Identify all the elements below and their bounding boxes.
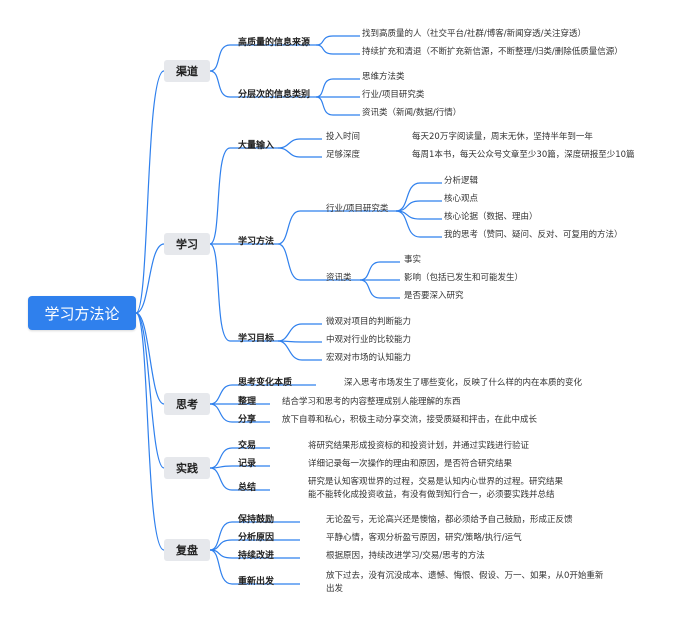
channel-leaf: 找到高质量的人（社交平台/社群/博客/新闻穿透/关注穿透）: [362, 29, 586, 39]
study-method-industry: 行业/项目研究类: [326, 204, 389, 214]
channel-leaf: 思维方法类: [362, 72, 405, 82]
goal-item: 微观对项目的判断能力: [326, 317, 412, 327]
goal-item: 中观对行业的比较能力: [326, 335, 412, 345]
channel-item-0-title: 高质量的信息来源: [238, 38, 311, 48]
practice-value: 详细记录每一次操作的理由和原因，是否符合研究结果: [308, 459, 513, 469]
industry-item: 分析逻辑: [444, 176, 479, 186]
channel-leaf: 资讯类（新闻/数据/行情）: [362, 108, 462, 118]
think-key: 思考变化本质: [238, 378, 293, 388]
review-value: 根据原因，持续改进学习/交易/思考的方法: [326, 551, 485, 561]
channel-item-1-title: 分层次的信息类别: [238, 90, 311, 100]
branch-review[interactable]: 复盘: [164, 539, 210, 561]
study-input-key: 足够深度: [326, 150, 361, 160]
branch-study[interactable]: 学习: [164, 233, 210, 255]
study-goal-title: 学习目标: [238, 334, 275, 344]
study-input-key: 投入时间: [326, 132, 361, 142]
study-input-value: 每周1本书，每天公众号文章至少30篇，深度研报至少10篇: [412, 150, 635, 160]
industry-item: 我的思考（赞同、疑问、反对、可复用的方法）: [444, 230, 623, 240]
channel-leaf: 持续扩充和清退（不断扩充新信源，不断整理/归类/删除低质量信源）: [362, 47, 623, 57]
review-value: 放下过去，没有沉没成本、遗憾、悔恨、假设、万一、如果，从0开始重新出发: [326, 571, 604, 595]
think-value: 结合学习和思考的内容整理成别人能理解的东西: [282, 397, 461, 407]
practice-value: 研究是认知客观世界的过程，交易是认知内心世界的过程。研究结果能不能转化成投资收益…: [308, 477, 564, 501]
review-value: 平静心情，客观分析盈亏原因，研究/策略/执行/运气: [326, 533, 522, 543]
industry-item: 核心论据（数据、理由）: [444, 212, 538, 222]
root-node[interactable]: 学习方法论: [28, 296, 136, 330]
news-item: 事实: [404, 255, 422, 265]
review-key: 重新出发: [238, 577, 275, 587]
goal-item: 宏观对市场的认知能力: [326, 353, 412, 363]
review-key: 保持鼓励: [238, 515, 275, 525]
news-item: 影响（包括已发生和可能发生）: [404, 273, 524, 283]
study-method-news: 资讯类: [326, 273, 352, 283]
channel-leaf: 行业/项目研究类: [362, 90, 425, 100]
think-key: 分享: [238, 415, 257, 425]
study-input-title: 大量输入: [238, 141, 275, 151]
branch-practice[interactable]: 实践: [164, 457, 210, 479]
branch-think[interactable]: 思考: [164, 393, 210, 415]
think-value: 放下自尊和私心，积极主动分享交流，接受质疑和抨击，在此中成长: [282, 415, 538, 425]
review-key: 分析原因: [238, 533, 275, 543]
review-value: 无论盈亏，无论高兴还是懊恼，都必须给予自己鼓励，形成正反馈: [326, 515, 573, 525]
branch-channel[interactable]: 渠道: [164, 60, 210, 82]
news-item: 是否要深入研究: [404, 291, 464, 301]
practice-key: 交易: [238, 441, 257, 451]
think-value: 深入思考市场发生了哪些变化，反映了什么样的内在本质的变化: [344, 378, 583, 388]
review-key: 持续改进: [238, 551, 275, 561]
practice-key: 总结: [238, 483, 257, 493]
study-input-value: 每天20万字阅读量，周末无休，坚持半年到一年: [412, 132, 593, 142]
think-key: 整理: [238, 397, 257, 407]
practice-value: 将研究结果形成投资标的和投资计划，并通过实践进行验证: [308, 441, 530, 451]
industry-item: 核心观点: [444, 194, 479, 204]
practice-key: 记录: [238, 459, 257, 469]
study-method-title: 学习方法: [238, 237, 275, 247]
